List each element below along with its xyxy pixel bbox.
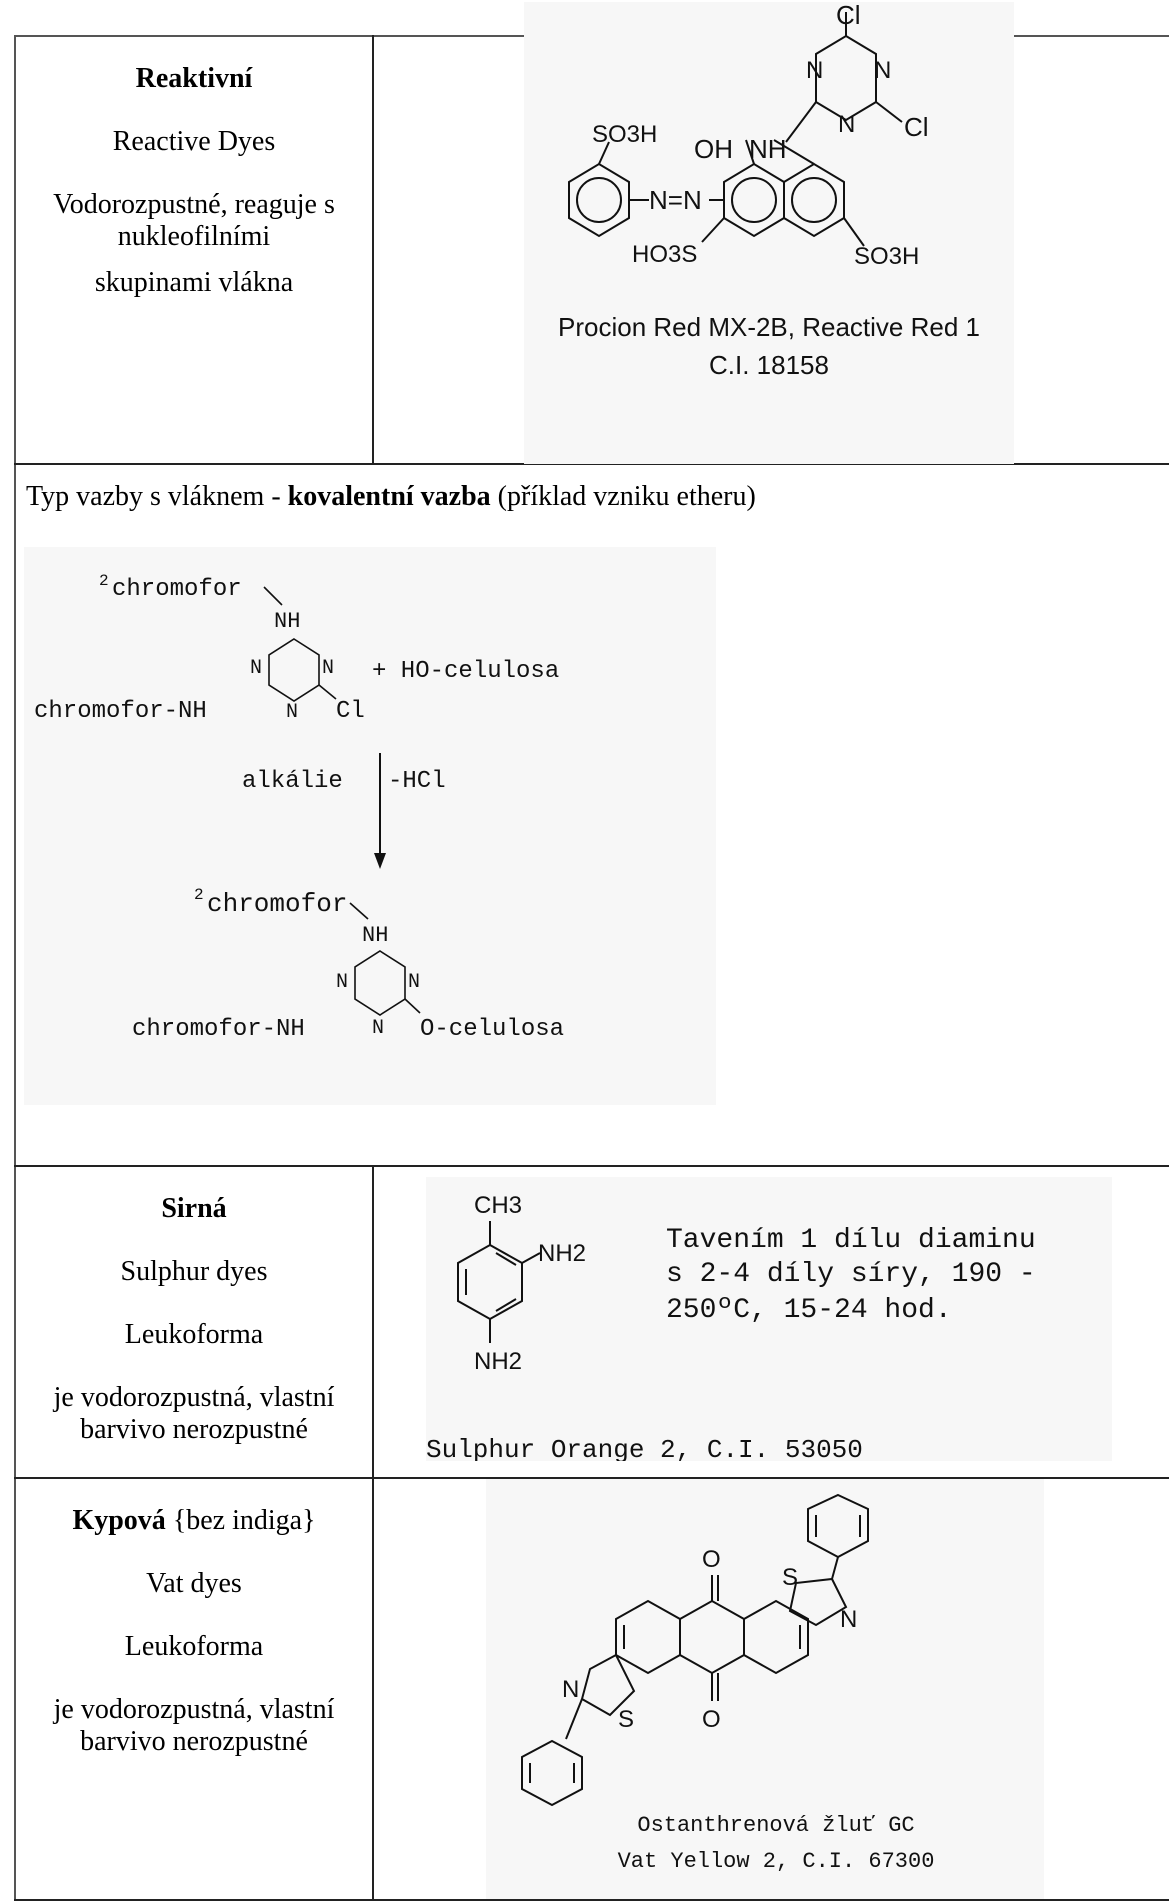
sulphur-nh2-bottom: NH2 [474, 1348, 522, 1375]
nh-bottom: NH [362, 923, 388, 948]
chromofor2-top: chromofor [112, 576, 242, 603]
n-right-bottom: N [408, 971, 420, 994]
condition-alkali: alkálie [242, 768, 343, 795]
sulphur-orange-svg: CH3 NH2 NH2 Tavením 1 dílu diaminu s 2-4… [426, 1192, 1036, 1461]
vat-n-bottom: N [562, 1676, 579, 1703]
procion-caption-line2: C.I. 18158 [709, 350, 829, 380]
sulphur-orange-structure: CH3 NH2 NH2 Tavením 1 dílu diaminu s 2-4… [426, 1177, 1112, 1461]
covalent-bond-scheme: 2 chromofor NH N N N chromofor-NH Cl + H… [24, 547, 716, 1105]
dye-classes-table: Reaktivní Reactive Dyes Vodorozpustné, r… [14, 0, 1169, 1901]
chromofor-nh-bottom: chromofor-NH [132, 1016, 305, 1043]
nh-top: NH [274, 609, 300, 634]
vat-n-top: N [840, 1606, 857, 1633]
vat-caption-line2: Vat Yellow 2, C.I. 67300 [618, 1849, 935, 1874]
n-left-top: N [250, 657, 262, 680]
reactive-desc-line2: skupinami vlákna [94, 267, 294, 298]
sulphur-ch3: CH3 [474, 1192, 522, 1219]
sulphur-leuko: Leukoforma [124, 1319, 264, 1350]
azo-group: N=N [649, 185, 702, 215]
vat-s-bottom: S [618, 1706, 634, 1733]
n-bottom-top: N [286, 701, 298, 724]
plus-reagent: + HO-celulosa [372, 658, 559, 685]
cl-reactant: Cl [336, 698, 365, 725]
chromofor2-sup-bottom: 2 [194, 886, 204, 904]
vat-structure-cell: S N O O N S [372, 1477, 1169, 1901]
reactive-desc-line1: Vodorozpustné, reaguje s nukleofilními [53, 189, 335, 252]
reactive-name-en: Reactive Dyes [112, 126, 276, 157]
vat-leuko: Leukoforma [124, 1631, 264, 1662]
chromofor2-sup-top: 2 [99, 572, 109, 590]
sulphur-row: Sirná Sulphur dyes Leukoforma je vodoroz… [14, 1165, 1169, 1479]
reactive-name-cz: Reaktivní [135, 63, 253, 94]
sulphur-text-line2: s 2-4 díly síry, 190 - [666, 1259, 1036, 1290]
vat-s-top: S [782, 1564, 798, 1591]
atom-cl-top: Cl [836, 2, 861, 30]
procion-caption-line1: Procion Red MX-2B, Reactive Red 1 [558, 312, 980, 342]
vat-o-bottom: O [702, 1706, 721, 1733]
sulphur-nh2-top: NH2 [538, 1240, 586, 1267]
n-right-top: N [322, 657, 334, 680]
sulphur-desc: je vodorozpustná, vlastní barvivo nerozp… [53, 1382, 335, 1445]
atom-cl-right: Cl [904, 112, 929, 142]
sulphur-caption: Sulphur Orange 2, C.I. 53050 [426, 1435, 863, 1461]
sulphur-text-line3: 250ºC, 15-24 hod. [666, 1295, 952, 1326]
atom-oh: OH [694, 134, 733, 164]
condition-hcl: -HCl [388, 768, 446, 795]
group-so3h-right: SO3H [854, 243, 919, 270]
vat-row: Kypová {bez indiga} Vat dyes Leukoforma … [14, 1477, 1169, 1901]
n-bottom-bottom: N [372, 1017, 384, 1040]
atom-nh: NH [749, 134, 787, 164]
sulphur-text-line1: Tavením 1 dílu diaminu [666, 1225, 1036, 1256]
vat-description-cell: Kypová {bez indiga} Vat dyes Leukoforma … [14, 1477, 374, 1901]
atom-n1: N [806, 57, 823, 84]
vat-yellow-structure: S N O O N S [486, 1479, 1044, 1899]
procion-red-svg: Cl N N N Cl NH OH SO3H N=N [558, 0, 980, 380]
chromofor-nh-top: chromofor-NH [34, 698, 207, 725]
vat-caption-line1: Ostanthrenová žluť GC [637, 1813, 914, 1838]
sulphur-structure-cell: CH3 NH2 NH2 Tavením 1 dílu diaminu s 2-4… [372, 1165, 1169, 1479]
vat-o-top: O [702, 1546, 721, 1573]
atom-n3: N [838, 111, 855, 138]
product-o-celulosa: O-celulosa [420, 1016, 564, 1043]
bond-type-cell: Typ vazby s vláknem - kovalentní vazba (… [14, 463, 1169, 1167]
sulphur-description-cell: Sirná Sulphur dyes Leukoforma je vodoroz… [14, 1165, 374, 1479]
covalent-bond-svg: 2 chromofor NH N N N chromofor-NH Cl + H… [34, 572, 564, 1043]
bond-type-heading: Typ vazby s vláknem - kovalentní vazba (… [26, 481, 756, 512]
group-ho3s: HO3S [632, 241, 697, 268]
sulphur-name-en: Sulphur dyes [120, 1256, 268, 1287]
procion-red-structure: Cl N N N Cl NH OH SO3H N=N [524, 0, 1014, 464]
chromofor2-bottom: chromofor [207, 889, 347, 919]
vat-yellow-svg: S N O O N S [521, 1493, 935, 1874]
atom-n2: N [874, 57, 891, 84]
vat-name-en: Vat dyes [146, 1568, 242, 1599]
sulphur-name-cz: Sirná [161, 1193, 227, 1224]
vat-desc: je vodorozpustná, vlastní barvivo nerozp… [53, 1694, 335, 1757]
vat-name: Kypová {bez indiga} [72, 1505, 316, 1536]
bond-type-row: Typ vazby s vláknem - kovalentní vazba (… [14, 463, 1169, 1167]
n-left-bottom: N [336, 971, 348, 994]
reactive-structure-cell: Cl N N N Cl NH OH SO3H N=N [372, 0, 1169, 465]
reactive-row: Reaktivní Reactive Dyes Vodorozpustné, r… [14, 0, 1169, 465]
group-so3h-left: SO3H [592, 121, 657, 148]
reactive-description-cell: Reaktivní Reactive Dyes Vodorozpustné, r… [14, 35, 374, 465]
